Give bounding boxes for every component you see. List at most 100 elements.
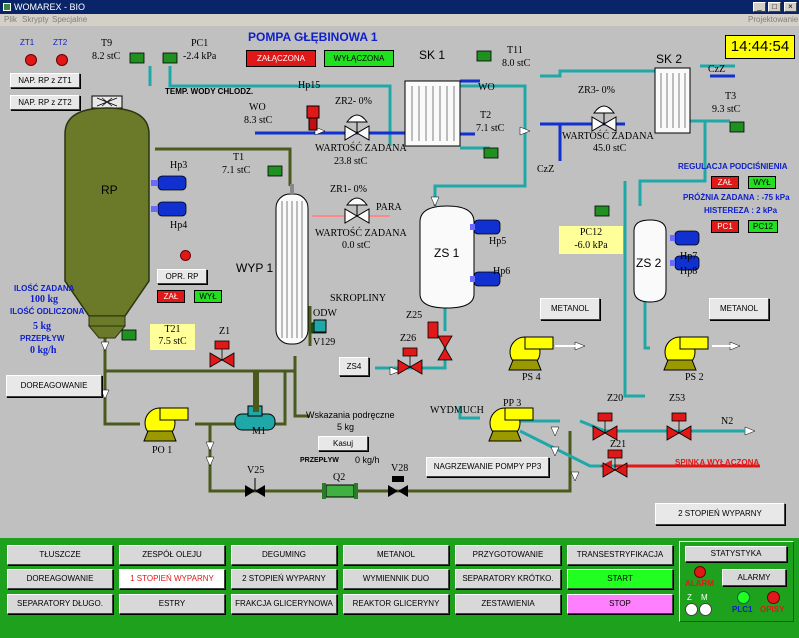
t3-value: 9.3 stC <box>712 104 741 115</box>
temp-wody-label: TEMP. WODY CHLODZ. <box>165 87 254 96</box>
pump-on-button[interactable]: ZAŁĄCZONA <box>246 50 316 67</box>
opisy-lamp <box>767 591 780 604</box>
nav-zestawienia[interactable]: ZESTAWIENIA <box>455 594 561 614</box>
zs1-label: ZS 1 <box>434 246 460 260</box>
z20-label: Z20 <box>607 393 624 404</box>
przeplyw-value: 0 kg/h <box>30 345 57 356</box>
nav-doreagowanie[interactable]: DOREAGOWANIE <box>7 569 113 589</box>
rp-label: RP <box>101 183 118 197</box>
pc12-box: PC12 -6.0 kPa <box>559 226 623 254</box>
nav-transestryfikacja[interactable]: TRANSESTRYFIKACJA <box>567 545 673 565</box>
zt1-label: ZT1 <box>20 38 35 47</box>
nav-separatory-dlugo[interactable]: SEPARATORY DŁUGO. <box>7 594 113 614</box>
sk2-shape <box>654 67 691 134</box>
ilosc-zadana-value: 100 kg <box>30 294 59 305</box>
nav-separatory-krotko[interactable]: SEPARATORY KRÓTKO. <box>455 569 561 589</box>
menu-specjalne[interactable]: Specjalne <box>52 15 88 24</box>
zt2-label: ZT2 <box>53 38 68 47</box>
menu-skrypty[interactable]: Skrypty <box>22 15 49 24</box>
t2-value: 7.1 stC <box>476 123 505 134</box>
doreagowanie-button[interactable]: DOREAGOWANIE <box>6 375 102 397</box>
n2-label: N2 <box>721 416 734 427</box>
start-button[interactable]: START <box>567 569 673 589</box>
kasuj-button[interactable]: Kasuj <box>318 436 368 451</box>
app-icon <box>3 3 11 11</box>
ps4-label: PS 4 <box>522 372 541 383</box>
t11-label: T11 <box>507 45 523 56</box>
reg-zal-button[interactable]: ZAŁ <box>711 176 739 189</box>
ilosc-odliczona-label: ILOŚĆ ODLICZONA <box>10 307 85 316</box>
t9-label: T9 <box>101 38 113 49</box>
menu-plik[interactable]: Plik <box>4 15 17 24</box>
spinka-label: SPINKA WYŁĄCZONA <box>675 458 760 467</box>
zs2-label: ZS 2 <box>636 256 662 270</box>
zs1-shape <box>419 205 475 309</box>
z-label: Z <box>687 593 692 602</box>
statystyka-button[interactable]: STATYSTYKA <box>685 546 787 562</box>
wo1-value: 8.3 stC <box>244 115 273 126</box>
maximize-icon[interactable]: □ <box>768 2 781 12</box>
z25-label: Z25 <box>406 310 423 321</box>
reactor-rp-shape <box>64 95 150 339</box>
nav-1-stopien-wyparny[interactable]: 1 STOPIEŃ WYPARNY <box>119 569 225 589</box>
reg-wyl-button[interactable]: WYŁ <box>748 176 776 189</box>
q2-shape <box>325 484 355 498</box>
blue-pipes <box>255 74 735 161</box>
po1-label: PO 1 <box>152 445 173 456</box>
t2-label: T2 <box>480 110 492 121</box>
nav-2-stopien-wyparny[interactable]: 2 STOPIEŃ WYPARNY <box>231 569 337 589</box>
opisy-label: OPISY <box>760 605 785 614</box>
nagrzewanie-button[interactable]: NAGRZEWANIE POMPY PP3 <box>426 457 549 477</box>
rp-zal-button[interactable]: ZAŁ <box>157 290 185 303</box>
rp-wyl-button[interactable]: WYŁ <box>194 290 222 303</box>
alarmy-button[interactable]: ALARMY <box>722 569 786 586</box>
pc12-button[interactable]: PC12 <box>748 220 778 233</box>
nav-metanol[interactable]: METANOL <box>343 545 449 565</box>
m-label: M <box>701 593 708 602</box>
metanol-button-1[interactable]: METANOL <box>540 298 600 320</box>
nav-estry[interactable]: ESTRY <box>119 594 225 614</box>
wz1-label: WARTOŚĆ ZADANA <box>315 228 407 239</box>
pc12-label: PC12 <box>579 227 603 238</box>
nav-deguming[interactable]: DEGUMING <box>231 545 337 565</box>
t1-value: 7.1 stC <box>222 165 251 176</box>
menu-projektowanie[interactable]: Projektowanie <box>748 15 799 24</box>
nav-wymiennik-duo[interactable]: WYMIENNIK DUO <box>343 569 449 589</box>
wskazania-label: Wskazania podręczne <box>306 410 395 420</box>
nav-zespol-oleju[interactable]: ZESPÓŁ OLEJU <box>119 545 225 565</box>
clock: 14:44:54 <box>725 35 795 59</box>
opr-rp-button[interactable]: OPR. RP <box>157 269 207 284</box>
stopien2-button[interactable]: 2 STOPIEŃ WYPARNY <box>655 503 785 525</box>
pc12-value: -6.0 kPa <box>574 240 608 251</box>
przeplyw2-label: PRZEPŁYW <box>300 457 339 464</box>
red-valves <box>209 321 692 478</box>
pc1-label: PC1 <box>191 38 209 49</box>
histereza-label: HISTEREZA : 2 kPa <box>704 206 778 215</box>
hp7-label: Hp7 <box>680 251 698 262</box>
wz3-label: WARTOŚĆ ZADANA <box>562 131 654 142</box>
t9-value: 8.2 stC <box>92 51 121 62</box>
wyp1-label: WYP 1 <box>236 261 274 275</box>
metanol-button-2[interactable]: METANOL <box>709 298 769 320</box>
minimize-icon[interactable]: _ <box>753 2 766 12</box>
nav-reaktor-gliceryny[interactable]: REAKTOR GLICERYNY <box>343 594 449 614</box>
t21-label: T21 <box>164 324 181 335</box>
wyp1-shape <box>275 184 309 345</box>
menu-bar: Plik Skrypty Specjalne Projektowanie <box>0 14 799 26</box>
pump-off-button[interactable]: WYŁĄCZONA <box>324 50 394 67</box>
nap-rp-zt1-button[interactable]: NAP. RP z ZT1 <box>10 73 80 88</box>
zs4-button[interactable]: ZS4 <box>339 357 369 376</box>
t21-box: T21 7.5 stC <box>150 324 195 350</box>
nav-frakcja-glicerynowa[interactable]: FRAKCJA GLICERYNOWA <box>231 594 337 614</box>
nav-przygotowanie[interactable]: PRZYGOTOWANIE <box>455 545 561 565</box>
close-icon[interactable]: × <box>784 2 797 12</box>
hp15-label: Hp15 <box>298 80 321 91</box>
nav-tluszcze[interactable]: TŁUSZCZE <box>7 545 113 565</box>
control-valves <box>344 105 617 224</box>
stop-button[interactable]: STOP <box>567 594 673 614</box>
black-valves <box>245 476 408 497</box>
v25-label: V25 <box>247 465 265 476</box>
pc1-button[interactable]: PC1 <box>711 220 739 233</box>
m-lamp <box>699 603 712 616</box>
nap-rp-zt2-button[interactable]: NAP. RP z ZT2 <box>10 95 80 110</box>
